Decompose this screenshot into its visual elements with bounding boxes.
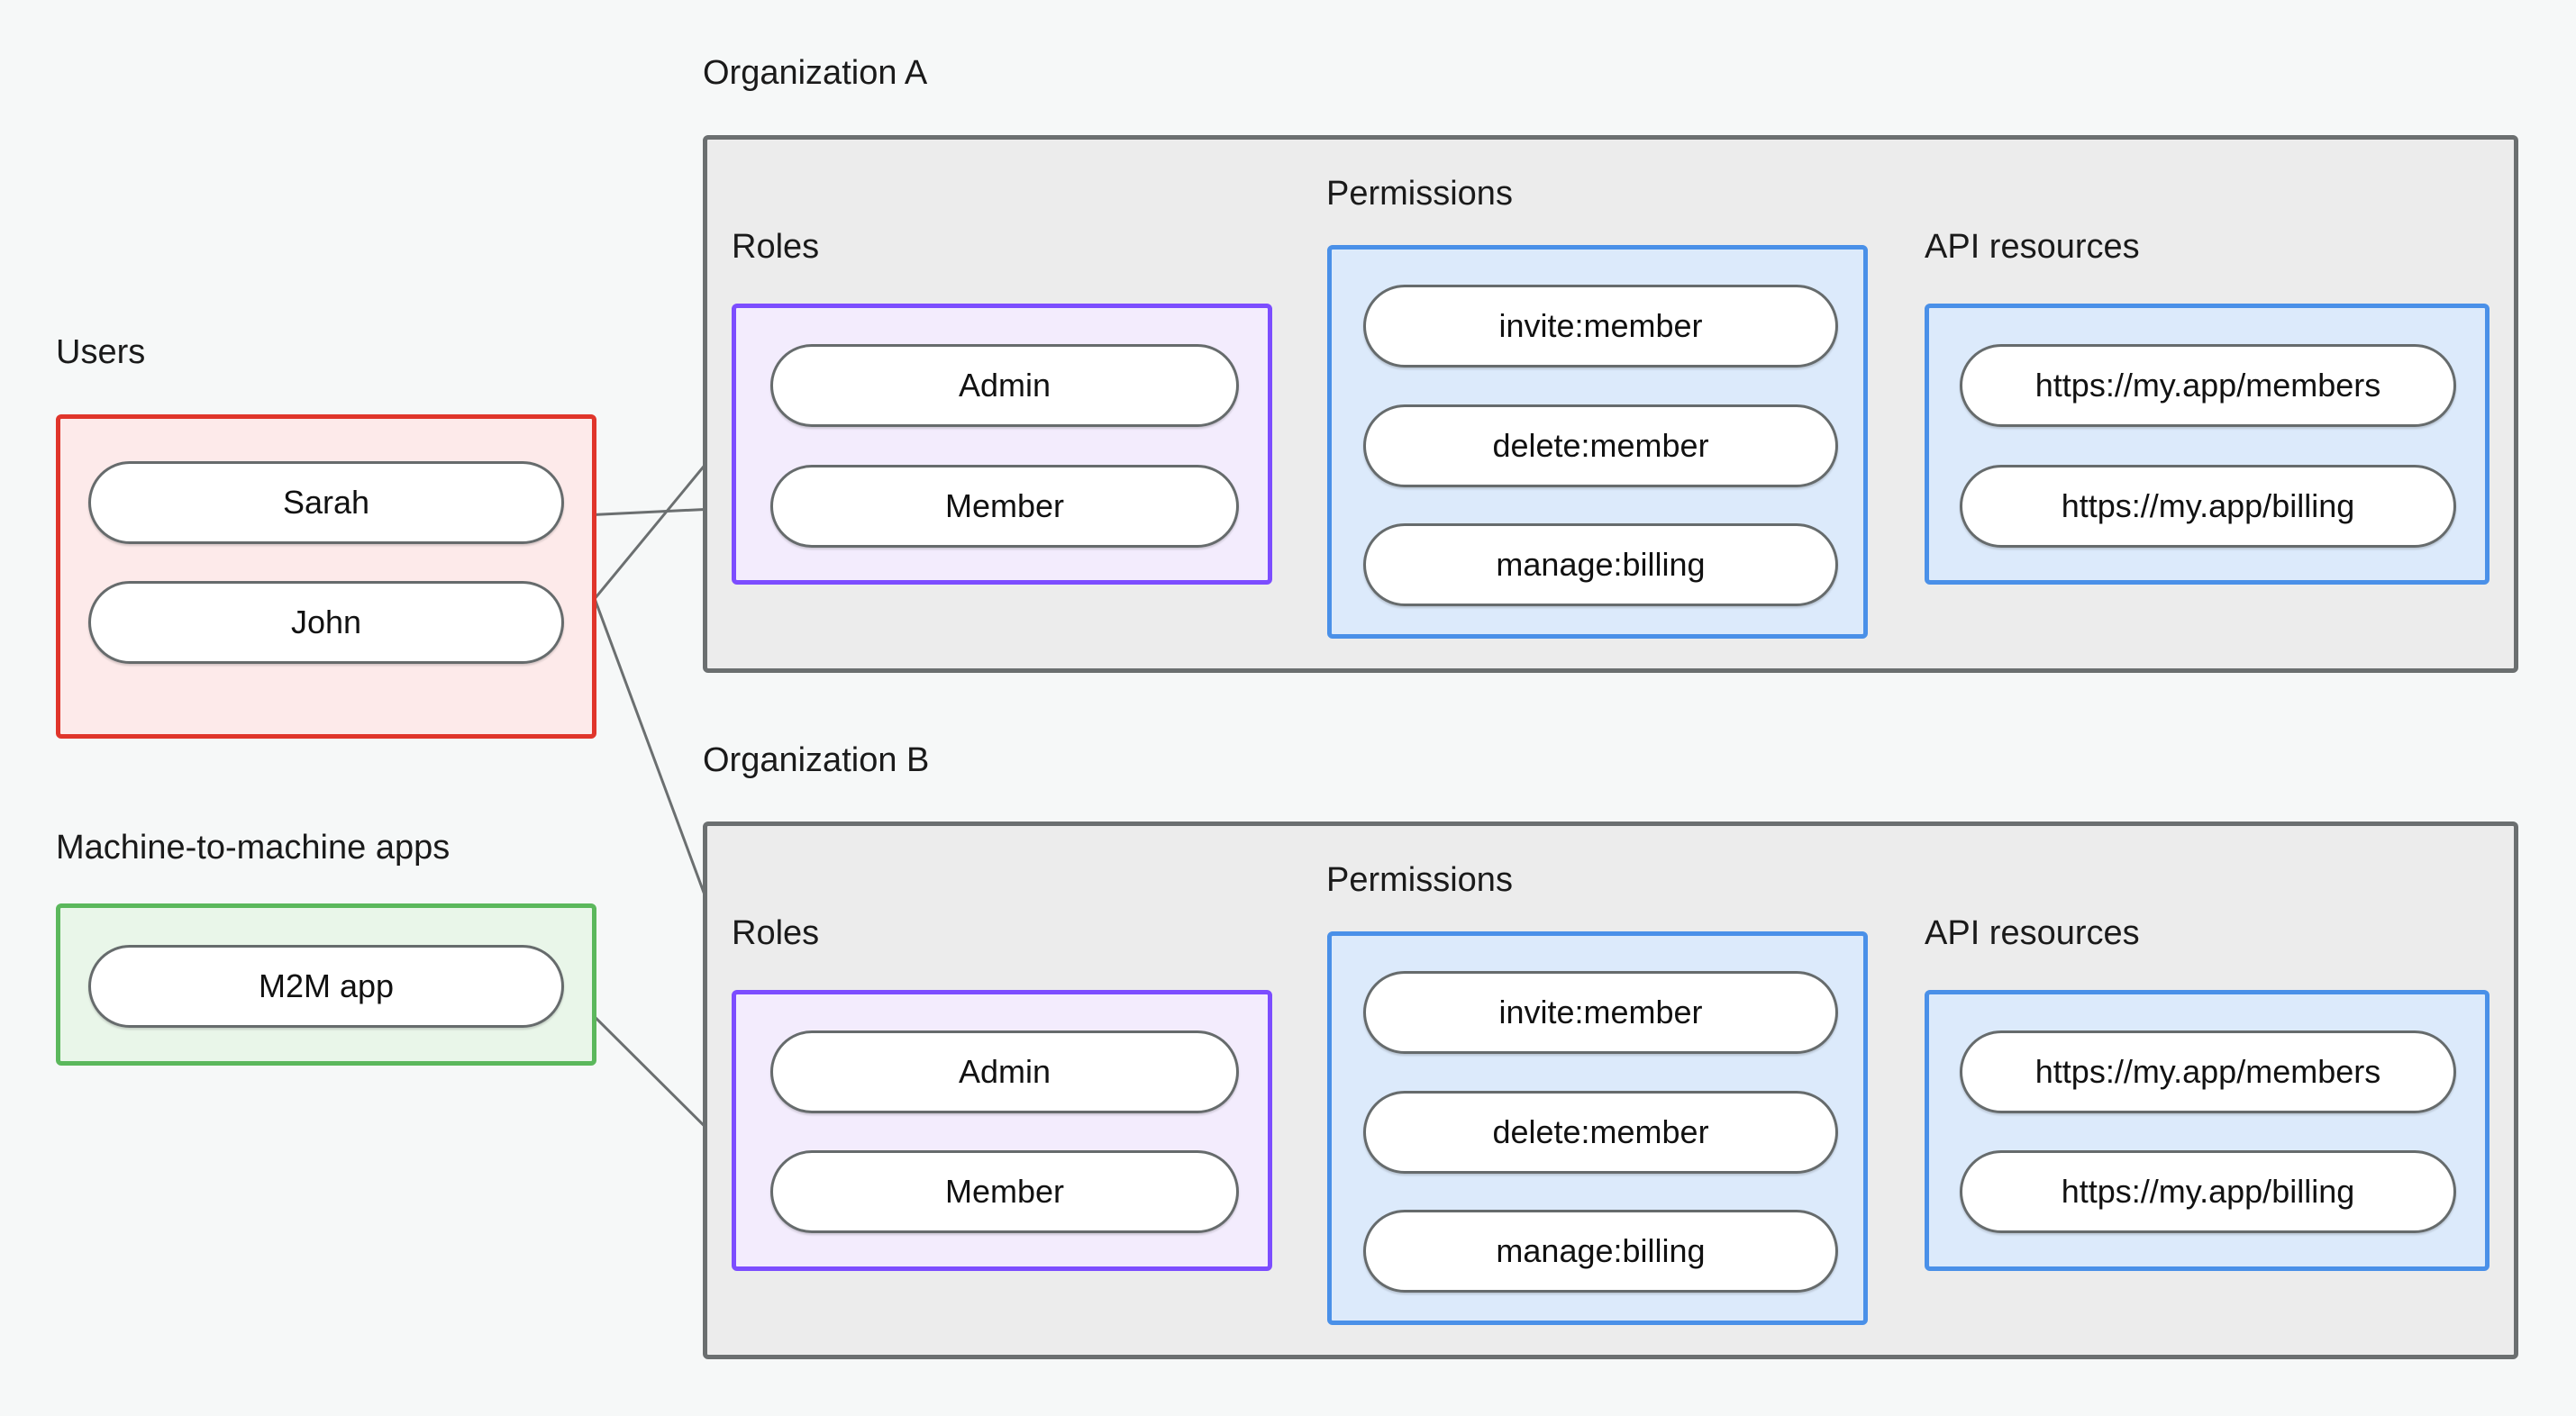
org-a-permission-delete-member[interactable]: delete:member bbox=[1363, 404, 1838, 487]
org-b-api-resource-billing[interactable]: https://my.app/billing bbox=[1960, 1150, 2456, 1233]
org-a-permission-invite-member[interactable]: invite:member bbox=[1363, 285, 1838, 368]
org-a-api-resource-billing[interactable]: https://my.app/billing bbox=[1960, 465, 2456, 548]
org-a-permissions-label: Permissions bbox=[1326, 175, 1513, 213]
org-a-role-admin[interactable]: Admin bbox=[770, 344, 1239, 427]
org-b-permission-manage-billing[interactable]: manage:billing bbox=[1363, 1210, 1838, 1293]
users-label: Users bbox=[56, 333, 146, 371]
org-b-role-admin[interactable]: Admin bbox=[770, 1030, 1239, 1113]
org-b-roles-label: Roles bbox=[732, 914, 820, 952]
user-node-john[interactable]: John bbox=[88, 581, 564, 664]
m2m-label: Machine-to-machine apps bbox=[56, 829, 451, 867]
org-a-label: Organization A bbox=[703, 54, 928, 92]
org-a-permission-manage-billing[interactable]: manage:billing bbox=[1363, 523, 1838, 606]
org-a-api-resource-members[interactable]: https://my.app/members bbox=[1960, 344, 2456, 427]
user-node-sarah[interactable]: Sarah bbox=[88, 461, 564, 544]
org-b-label: Organization B bbox=[703, 741, 930, 779]
org-b-api-resources-label: API resources bbox=[1925, 914, 2140, 952]
org-a-roles-label: Roles bbox=[732, 228, 820, 266]
org-b-permission-delete-member[interactable]: delete:member bbox=[1363, 1091, 1838, 1174]
org-b-role-member[interactable]: Member bbox=[770, 1150, 1239, 1233]
org-b-permission-invite-member[interactable]: invite:member bbox=[1363, 971, 1838, 1054]
m2m-node-app[interactable]: M2M app bbox=[88, 945, 564, 1028]
org-a-api-resources-label: API resources bbox=[1925, 228, 2140, 266]
org-b-permissions-label: Permissions bbox=[1326, 861, 1513, 899]
org-a-role-member[interactable]: Member bbox=[770, 465, 1239, 548]
org-b-api-resource-members[interactable]: https://my.app/members bbox=[1960, 1030, 2456, 1113]
